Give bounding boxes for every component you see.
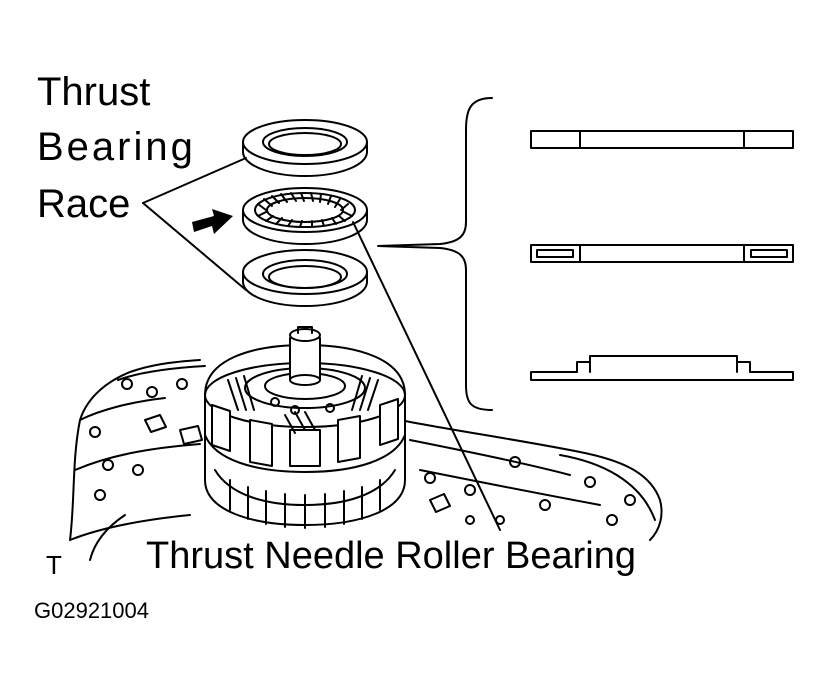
label-race-line3: Race bbox=[37, 182, 131, 226]
direction-arrow-icon bbox=[192, 209, 233, 234]
race-section-stepped bbox=[530, 355, 794, 381]
leader-lines bbox=[142, 157, 501, 531]
race-section-needle bbox=[530, 244, 794, 263]
label-race-line1: Thrust bbox=[37, 70, 151, 114]
orientation-brace bbox=[377, 97, 493, 411]
figure-code: G02921004 bbox=[34, 598, 149, 623]
upper-thrust-bearing-race bbox=[242, 119, 368, 177]
input-shaft bbox=[289, 326, 321, 386]
lower-thrust-bearing-race bbox=[242, 249, 368, 307]
thrust-needle-roller-bearing bbox=[242, 187, 368, 245]
corner-mark: T bbox=[46, 550, 62, 580]
label-needle-bearing: Thrust Needle Roller Bearing bbox=[146, 535, 637, 577]
label-race-line2: Bearing bbox=[37, 125, 196, 169]
race-section-flat bbox=[530, 130, 794, 149]
transmission-case bbox=[69, 359, 663, 561]
